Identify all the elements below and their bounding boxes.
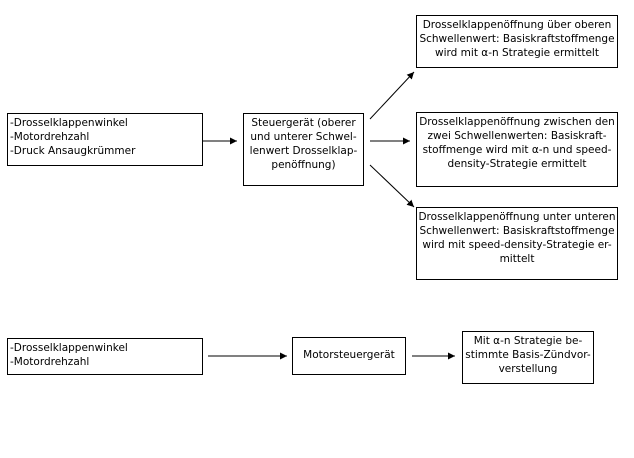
result-line: stimmte Basis-Zündvor- — [465, 349, 591, 361]
inputs-box-2: -Drosselklappenwinkel -Motordrehzahl — [7, 338, 203, 375]
controller-line: penöffnung) — [271, 159, 336, 171]
controller-line: Motorsteuergerät — [303, 349, 395, 361]
arrow-controller-to-lower — [369, 164, 415, 208]
outcome-line: mittelt — [499, 253, 535, 265]
inputs-box-1: -Drosselklappenwinkel -Motordrehzahl -Dr… — [7, 113, 203, 166]
outcome-line: Drosselklappenöffnung über oberen — [422, 19, 612, 31]
arrow-controller-to-upper — [369, 71, 415, 120]
outcome-line: zwei Schwellenwerten: Basiskraft- — [427, 130, 607, 142]
result-line: verstellung — [498, 363, 558, 375]
outcome-line: wird mit speed-density-Strategie er- — [422, 239, 612, 251]
controller-line: und unterer Schwel- — [250, 131, 357, 143]
outcome-line: Drosselklappenöffnung unter unteren — [418, 211, 616, 223]
outcome-line: Schwellenwert: Basiskraftstoffmenge — [419, 225, 615, 237]
outcome-line: Schwellenwert: Basiskraftstoffmenge — [419, 33, 615, 45]
outcome-upper-box: Drosselklappenöffnung über oberen Schwel… — [416, 15, 618, 68]
outcome-line: wird mit α-n Strategie ermittelt — [435, 47, 599, 59]
outcome-line: stoffmenge wird mit α-n und speed- — [422, 144, 612, 156]
input-item: -Motordrehzahl — [10, 356, 90, 368]
input-item: -Drosselklappenwinkel — [10, 117, 128, 129]
outcome-line: Drosselklappenöffnung zwischen den — [419, 116, 615, 128]
controller-line: lenwert Drosselklap- — [249, 145, 358, 157]
input-item: -Motordrehzahl — [10, 131, 90, 143]
outcome-lower-box: Drosselklappenöffnung unter unteren Schw… — [416, 207, 618, 280]
outcome-line: density-Strategie ermittelt — [447, 158, 587, 170]
input-item: -Drosselklappenwinkel — [10, 342, 128, 354]
controller-box-1: Steuergerät (oberer und unterer Schwel- … — [243, 113, 364, 186]
result-line: Mit α-n Strategie be- — [473, 335, 583, 347]
outcome-between-box: Drosselklappenöffnung zwischen den zwei … — [416, 112, 618, 187]
controller-line: Steuergerät (oberer — [251, 117, 356, 129]
result-box: Mit α-n Strategie be- stimmte Basis-Zünd… — [462, 331, 594, 384]
controller-box-2: Motorsteuergerät — [292, 337, 406, 375]
input-item: -Druck Ansaugkrümmer — [10, 145, 136, 157]
